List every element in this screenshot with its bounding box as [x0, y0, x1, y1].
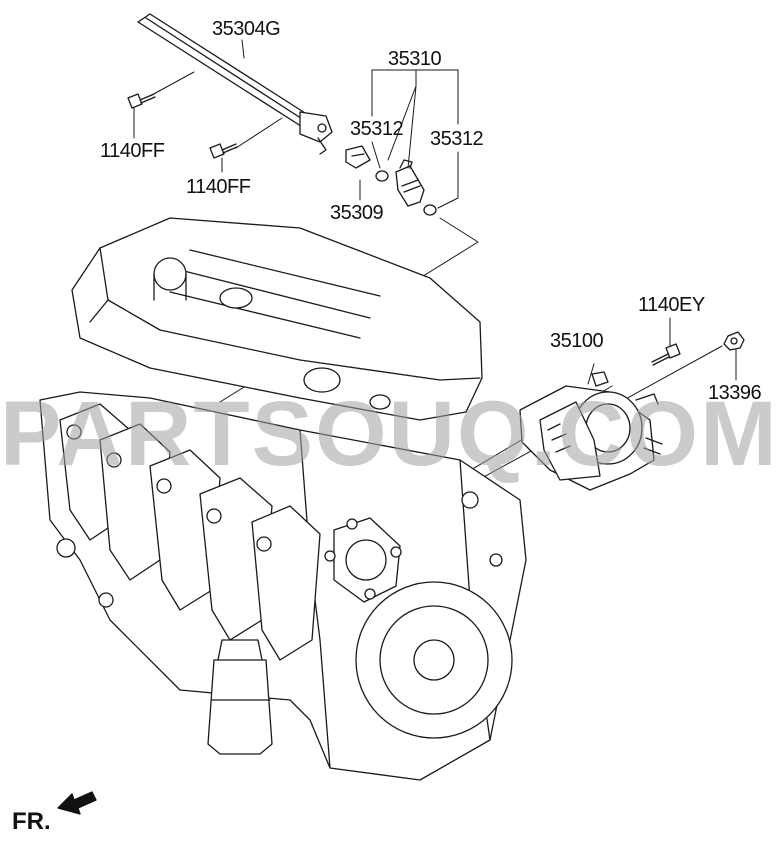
bolt-icon[interactable]	[209, 143, 238, 159]
o-ring-icon[interactable]	[423, 204, 437, 216]
clip[interactable]	[345, 145, 371, 169]
front-marker: FR.	[12, 808, 51, 835]
arrow-icon	[57, 791, 97, 815]
label-injector-assy[interactable]: 35310	[388, 48, 442, 70]
throttle-body[interactable]	[519, 371, 663, 491]
nut-icon[interactable]	[723, 331, 745, 351]
label-oring-right[interactable]: 35312	[430, 128, 484, 150]
injector-icon[interactable]	[395, 159, 425, 207]
label-fuel-rail[interactable]: 35304G	[212, 18, 281, 40]
bolt-icon[interactable]	[127, 93, 156, 109]
label-throttle-body[interactable]: 35100	[550, 330, 604, 352]
label-bolt-left-bottom[interactable]: 1140FF	[186, 176, 251, 198]
label-nut[interactable]: 13396	[708, 382, 762, 404]
bolt-icon[interactable]	[651, 343, 681, 366]
label-oring-left[interactable]: 35312	[350, 118, 404, 140]
o-ring-icon[interactable]	[375, 170, 389, 182]
fuel-rail[interactable]	[137, 13, 333, 155]
engine-block	[39, 217, 527, 781]
label-clip[interactable]: 35309	[330, 202, 384, 224]
label-bolt-left-top[interactable]: 1140FF	[100, 140, 165, 162]
label-bolt-throttle[interactable]: 1140EY	[638, 294, 705, 316]
